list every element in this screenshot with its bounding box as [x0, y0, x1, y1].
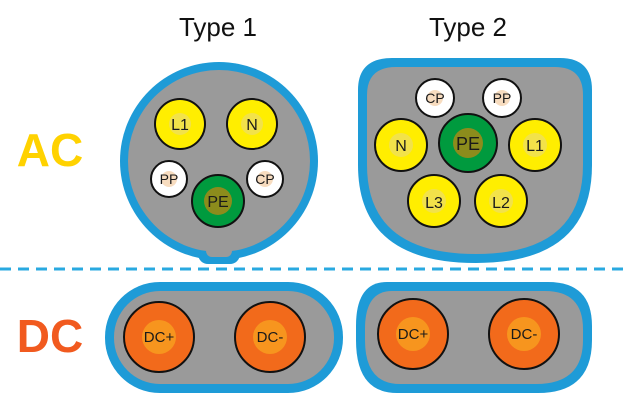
type1-pin-cp: CP	[246, 160, 284, 198]
type1-ac-key-inner	[206, 238, 232, 257]
type1-pin-dc-plus: DC+	[123, 301, 195, 373]
type2-pin-n-label: N	[395, 138, 407, 155]
type1-dc-connector: DC+ DC-	[105, 282, 343, 393]
type2-pin-pp: PP	[482, 78, 522, 118]
type2-dc-connector: DC+ DC-	[356, 282, 592, 393]
type2-pin-l1-label: L1	[526, 138, 544, 155]
type1-pin-dc-plus-label: DC+	[144, 329, 175, 346]
type2-pin-l3-label: L3	[425, 195, 443, 212]
type2-pin-l1: L1	[508, 118, 562, 172]
ac-row-label: AC	[17, 124, 83, 176]
type1-title: Type 1	[179, 12, 257, 42]
type2-pin-pp-label: PP	[493, 90, 512, 106]
type1-pin-dc-minus: DC-	[234, 301, 306, 373]
type2-pin-dc-plus-label: DC+	[398, 326, 429, 343]
type2-pin-n: N	[374, 118, 428, 172]
type2-pin-cp-label: CP	[425, 90, 444, 106]
type2-pin-pe: PE	[438, 113, 498, 173]
type2-pin-dc-minus-label: DC-	[511, 326, 538, 343]
dc-row-label: DC	[17, 310, 83, 362]
type1-pin-pp: PP	[150, 160, 188, 198]
type1-pin-l1: L1	[154, 98, 206, 150]
type1-pin-n: N	[226, 98, 278, 150]
type2-pin-l2-label: L2	[492, 195, 510, 212]
type2-pin-pe-label: PE	[456, 134, 480, 154]
type1-ac-connector: L1 N PP CP PE	[120, 62, 318, 264]
type2-pin-l3: L3	[407, 174, 461, 228]
type2-pin-dc-minus: DC-	[488, 298, 560, 370]
type1-pin-pe: PE	[191, 174, 245, 228]
type2-pin-dc-plus: DC+	[377, 298, 449, 370]
type2-ac-connector: CP PP N PE L1 L3	[358, 58, 592, 263]
type2-title: Type 2	[429, 12, 507, 42]
type1-pin-dc-minus-label: DC-	[257, 329, 284, 346]
type1-pin-l1-label: L1	[171, 117, 189, 134]
type2-pin-cp: CP	[415, 78, 455, 118]
type1-pin-pe-label: PE	[207, 194, 228, 211]
type2-pin-l2: L2	[474, 174, 528, 228]
type1-pin-pp-label: PP	[160, 171, 179, 187]
type1-pin-cp-label: CP	[255, 171, 274, 187]
type1-pin-n-label: N	[246, 117, 258, 134]
